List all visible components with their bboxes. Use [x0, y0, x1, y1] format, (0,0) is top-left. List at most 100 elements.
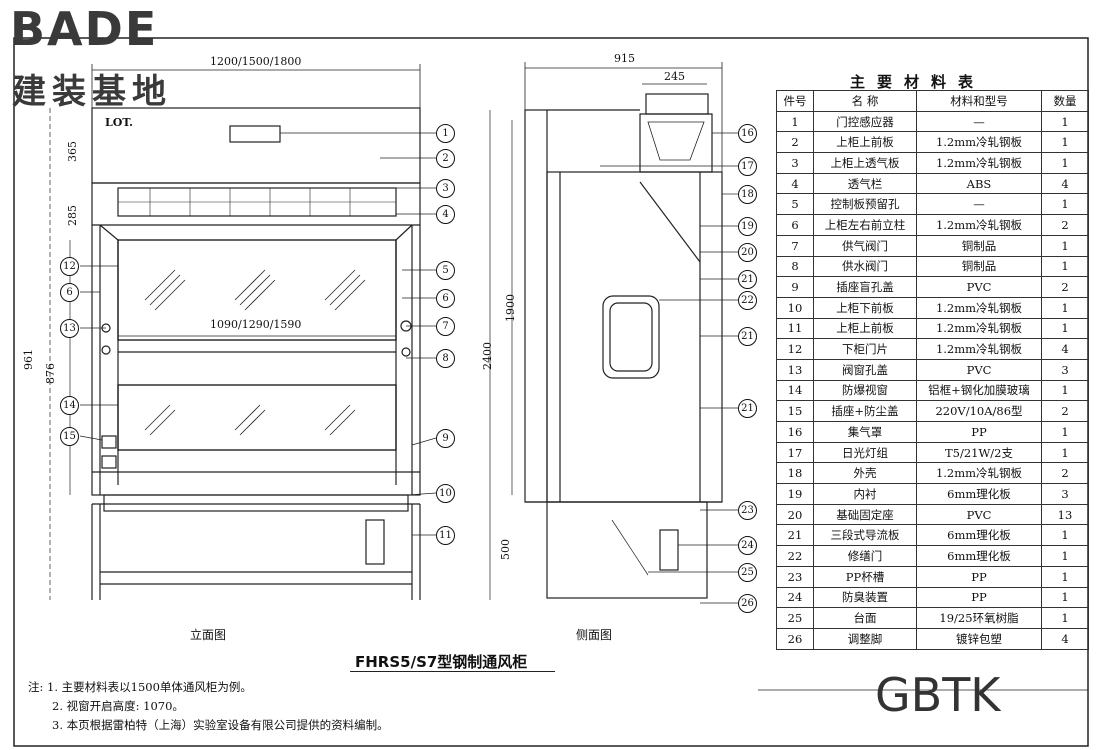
dim-2400: 2400	[481, 342, 494, 370]
material-cell: 6mm理化板	[916, 483, 1042, 505]
part-name-cell: 下柜门片	[813, 338, 917, 360]
material-cell: 1.2mm冷轧钢板	[916, 296, 1042, 319]
dim-1900: 1900	[504, 294, 517, 322]
quantity-cell: 1	[1041, 317, 1089, 340]
dim-365: 365	[66, 141, 79, 162]
part-name-cell: 上柜上前板	[813, 131, 917, 154]
part-name-cell: 外壳	[813, 462, 917, 485]
part-number-cell: 8	[776, 255, 814, 278]
header-cell: 材料和型号	[916, 90, 1042, 112]
quantity-cell: 3	[1041, 483, 1089, 505]
material-cell: 1.2mm冷轧钢板	[916, 131, 1042, 154]
header-cell: 数量	[1041, 90, 1089, 112]
dim-915: 915	[614, 52, 635, 65]
dim-500: 500	[499, 539, 512, 560]
part-number-cell: 18	[776, 462, 814, 485]
part-number-cell: 19	[776, 483, 814, 505]
part-callout: 13	[60, 319, 79, 338]
quantity-cell: 13	[1041, 503, 1089, 526]
part-name-cell: 门控感应器	[813, 110, 917, 133]
part-callout: 6	[60, 283, 79, 302]
material-cell: T5/21W/2支	[916, 441, 1042, 464]
title-underline	[350, 671, 555, 672]
part-name-cell: 上柜上透气板	[813, 152, 917, 174]
part-name-cell: 调整脚	[813, 627, 917, 650]
dim-961: 961	[22, 349, 35, 370]
part-number-cell: 25	[776, 607, 814, 629]
part-name-cell: 插座盲孔盖	[813, 276, 917, 298]
dim-overall-width: 1200/1500/1800	[210, 55, 302, 68]
part-number-cell: 16	[776, 421, 814, 443]
part-number-cell: 14	[776, 379, 814, 402]
quantity-cell: 1	[1041, 379, 1089, 402]
quantity-cell: 1	[1041, 421, 1089, 443]
dim-inner-width: 1090/1290/1590	[210, 318, 302, 331]
note-1: 注: 1. 主要材料表以1500单体通风柜为例。	[28, 680, 252, 694]
header-cell: 名 称	[813, 90, 917, 112]
material-cell: 铝框+钢化加膜玻璃	[916, 379, 1042, 402]
part-number-cell: 11	[776, 317, 814, 340]
part-callout: 12	[60, 257, 79, 276]
brand-logo: BADE	[10, 2, 159, 56]
quantity-cell: 4	[1041, 627, 1089, 650]
part-callout: 7	[436, 317, 455, 336]
note-2: 2. 视窗开启高度: 1070。	[52, 699, 184, 713]
header-cell: 件号	[776, 90, 814, 112]
part-callout: 9	[436, 429, 455, 448]
part-callout: 3	[436, 179, 455, 198]
part-number-cell: 2	[776, 131, 814, 154]
part-name-cell: 供气阀门	[813, 234, 917, 257]
part-callout: 23	[738, 501, 757, 520]
dim-876: 876	[44, 363, 57, 384]
quantity-cell: 2	[1041, 400, 1089, 422]
part-number-cell: 13	[776, 358, 814, 381]
quantity-cell: 1	[1041, 255, 1089, 278]
part-number-cell: 21	[776, 524, 814, 547]
quantity-cell: 1	[1041, 524, 1089, 547]
part-callout: 1	[436, 124, 455, 143]
part-name-cell: 防爆视窗	[813, 379, 917, 402]
part-callout: 2	[436, 149, 455, 168]
part-number-cell: 7	[776, 234, 814, 257]
quantity-cell: 1	[1041, 441, 1089, 464]
watermark: GBTK	[875, 668, 1001, 722]
part-callout: 19	[738, 217, 757, 236]
material-cell: ABS	[916, 172, 1042, 195]
part-name-cell: 三段式导流板	[813, 524, 917, 547]
part-name-cell: 阀窗孔盖	[813, 358, 917, 381]
part-number-cell: 26	[776, 627, 814, 650]
material-cell: 220V/10A/86型	[916, 400, 1042, 422]
part-number-cell: 22	[776, 545, 814, 567]
part-callout: 15	[60, 427, 79, 446]
material-cell: PVC	[916, 503, 1042, 526]
material-cell: 6mm理化板	[916, 545, 1042, 567]
part-name-cell: 上柜下前板	[813, 296, 917, 319]
part-name-cell: 内衬	[813, 483, 917, 505]
material-cell: —	[916, 193, 1042, 216]
quantity-cell: 1	[1041, 131, 1089, 154]
material-cell: 19/25环氧树脂	[916, 607, 1042, 629]
quantity-cell: 1	[1041, 193, 1089, 216]
part-number-cell: 6	[776, 214, 814, 236]
dim-285: 285	[66, 205, 79, 226]
part-number-cell: 15	[776, 400, 814, 422]
quantity-cell: 2	[1041, 276, 1089, 298]
part-callout: 10	[436, 484, 455, 503]
part-name-cell: 修缮门	[813, 545, 917, 567]
quantity-cell: 1	[1041, 152, 1089, 174]
part-number-cell: 4	[776, 172, 814, 195]
part-callout: 6	[436, 289, 455, 308]
